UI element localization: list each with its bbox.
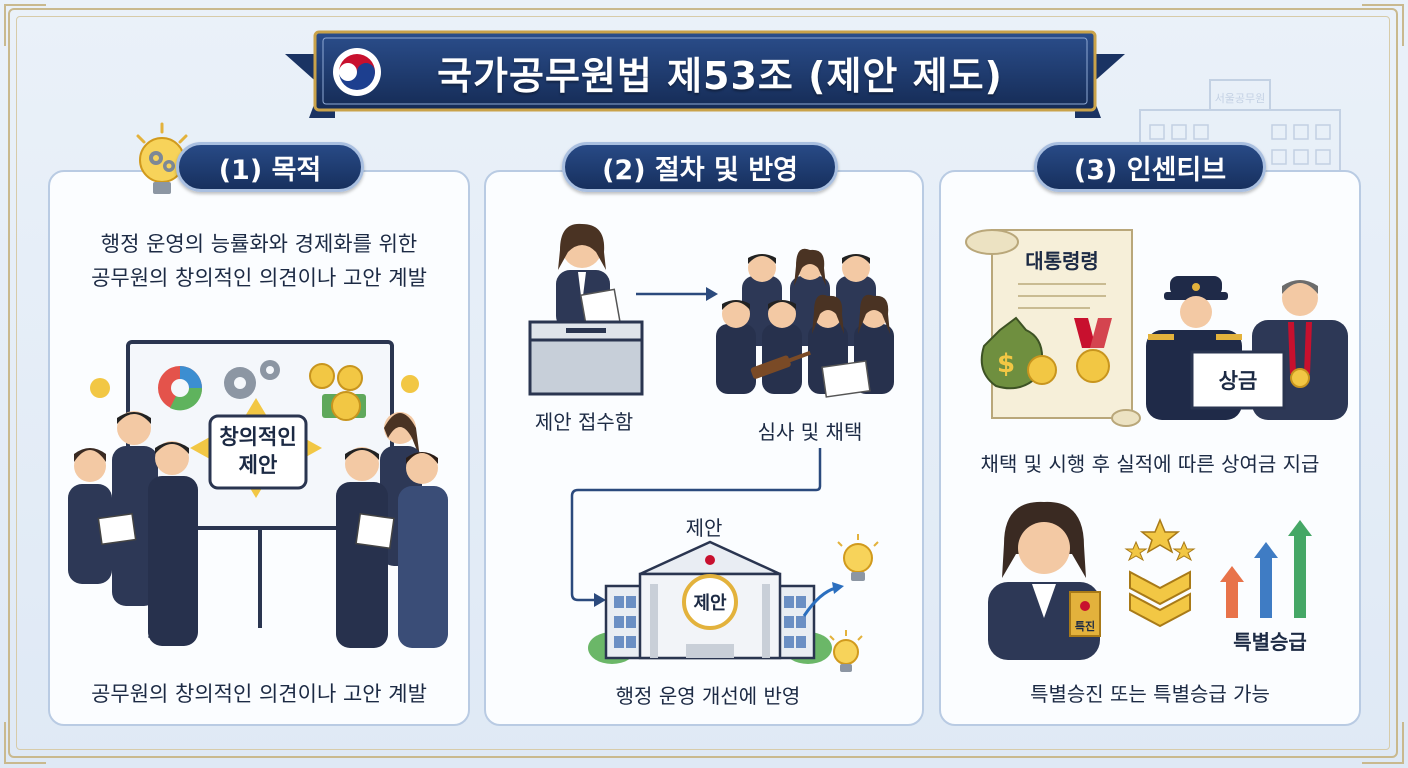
- officials-left-group: [68, 411, 198, 646]
- page-title: 국가공무원법 제53조 (제안 제도): [437, 53, 1003, 98]
- presidential-decree-scroll: 대통령령 $: [965, 229, 1141, 427]
- section-heading-procedure: (2) 절차 및 반영: [562, 142, 838, 192]
- rank-insignia-icon: [1124, 518, 1196, 628]
- step-submit-label: 제안 접수함: [534, 410, 634, 434]
- board-sign-line-1: 창의적인: [219, 425, 296, 449]
- inner-frame: [16, 16, 1390, 750]
- building-top-label: 제안: [685, 516, 723, 540]
- review-committee-illustration: [716, 248, 894, 398]
- background-building-sign: 서울공무원: [1215, 92, 1266, 105]
- section-heading-purpose: (1) 목적: [176, 142, 364, 192]
- award-ceremony-illustration: 상금: [1146, 276, 1348, 420]
- reward-caption: 채택 및 시행 후 실적에 따른 상여금 지급: [980, 452, 1320, 476]
- purpose-description-line-2: 공무원의 창의적인 의견이나 고안 계발: [91, 266, 427, 290]
- award-sign: 상금: [1219, 369, 1258, 393]
- outer-frame: [8, 8, 1398, 758]
- idea-lightbulb-icons: [802, 534, 879, 672]
- building-sign: 제안: [693, 593, 727, 614]
- svg-text:$: $: [997, 349, 1015, 379]
- government-emblem-icon: [333, 48, 381, 96]
- suggestion-box-illustration: [528, 223, 644, 396]
- whiteboard-illustration: 창의적인 제안: [68, 340, 448, 648]
- scroll-title: 대통령령: [1025, 249, 1099, 273]
- frame-corner: [1362, 4, 1404, 46]
- flow-connector-arrow: [570, 448, 822, 607]
- promotion-badge: 특진: [1075, 619, 1095, 633]
- arrow-right-icon: [636, 287, 718, 301]
- board-sign-line-2: 제안: [239, 453, 278, 477]
- step-review-label: 심사 및 채택: [757, 420, 863, 444]
- arrow-label: 특별승급: [1233, 630, 1307, 654]
- step-apply-label: 행정 운영 개선에 반영: [615, 684, 801, 708]
- frame-corner: [4, 722, 46, 764]
- purpose-description-line-1: 행정 운영의 능률화와 경제화를 위한: [100, 232, 418, 256]
- frame-corner: [4, 4, 46, 46]
- section-heading-incentive: (3) 인센티브: [1034, 142, 1266, 192]
- title-banner: [285, 30, 1125, 118]
- lightbulb-gear-icon: [136, 122, 188, 194]
- purpose-caption: 공무원의 창의적인 의견이나 고안 계발: [91, 682, 427, 706]
- growth-arrows-icon: [1220, 520, 1312, 618]
- officials-right-group: [336, 412, 448, 648]
- frame-corner: [1362, 722, 1404, 764]
- government-building-illustration: 제안: [588, 540, 832, 664]
- promotion-caption: 특별승진 또는 특별승급 가능: [1030, 682, 1270, 706]
- promoted-official-illustration: 특진: [988, 501, 1101, 660]
